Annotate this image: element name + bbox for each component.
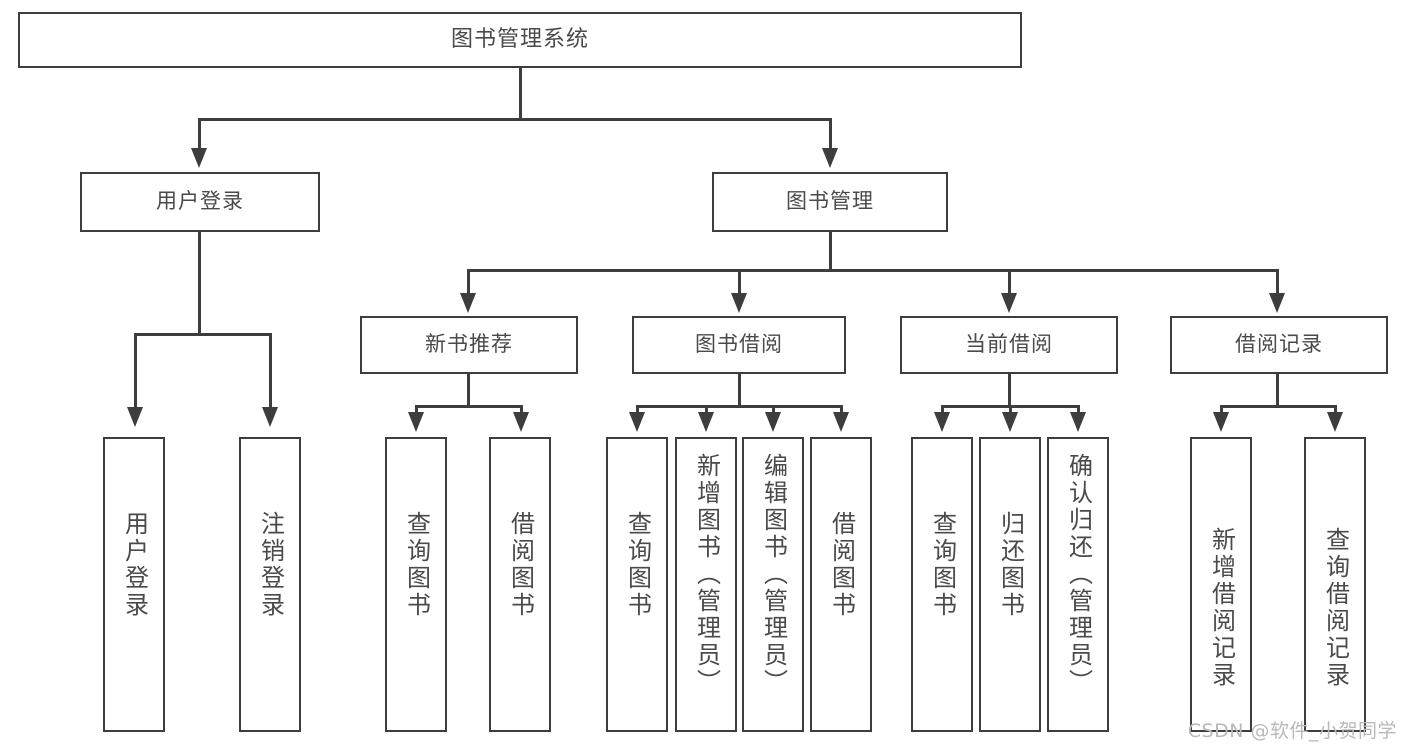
edge-current-borrow-to-leaf-1 — [941, 405, 944, 417]
arrow-current-borrow-to-leaf-2 — [1002, 412, 1018, 432]
leaf-query-book-borrow[interactable]: 查询图书 — [606, 437, 668, 732]
node-label: 当前借阅 — [965, 332, 1053, 357]
node-book-management[interactable]: 图书管理 — [712, 172, 948, 232]
leaf-return-book[interactable]: 归还图书 — [979, 437, 1041, 732]
node-root[interactable]: 图书管理系统 — [18, 12, 1022, 68]
arrow-current-borrow-to-leaf-3 — [1070, 412, 1086, 432]
node-new-book-recommend[interactable]: 新书推荐 — [360, 316, 578, 374]
edge-root-stem — [519, 68, 522, 120]
arrow-book-mgmt-to-borrow-record — [1269, 293, 1285, 313]
node-label: 注销登录 — [256, 511, 285, 619]
edge-book-mgmt-to-borrow-record — [1276, 269, 1279, 295]
node-label: 归还图书 — [996, 511, 1025, 619]
leaf-user-login[interactable]: 用户登录 — [103, 437, 165, 732]
leaf-borrow-book[interactable]: 借阅图书 — [810, 437, 872, 732]
edge-book-borrow-to-leaf-3 — [772, 405, 775, 417]
leaf-add-borrow-record[interactable]: 新增借阅记录 — [1190, 437, 1252, 732]
edge-borrow-record-to-leaf-2 — [1334, 405, 1337, 417]
arrow-borrow-record-to-leaf-2 — [1327, 412, 1343, 432]
edge-current-borrow-to-leaf-2 — [1009, 405, 1012, 417]
node-label: 借阅图书 — [827, 511, 856, 619]
leaf-confirm-return-admin[interactable]: 确认归还（管理员） — [1047, 437, 1109, 732]
edge-book-borrow-stem — [738, 374, 741, 407]
node-label: 查询图书 — [402, 511, 431, 619]
edge-new-book-bar — [415, 405, 523, 408]
arrow-current-borrow-to-leaf-1 — [934, 412, 950, 432]
node-borrow-record[interactable]: 借阅记录 — [1170, 316, 1388, 374]
arrow-book-borrow-to-leaf-2 — [698, 412, 714, 432]
node-label: 新书推荐 — [425, 332, 513, 357]
watermark: CSDN @软件_小贺同学 — [1187, 720, 1397, 742]
arrow-borrow-record-to-leaf-1 — [1213, 412, 1229, 432]
edge-book-borrow-to-leaf-4 — [840, 405, 843, 417]
edge-user-login-to-leaf-1 — [134, 333, 137, 409]
edge-borrow-record-bar — [1220, 405, 1337, 408]
edge-book-mgmt-to-current-borrow — [1008, 269, 1011, 295]
edge-book-borrow-to-leaf-2 — [705, 405, 708, 417]
arrow-user-login-to-leaf-2 — [262, 407, 278, 427]
leaf-logout[interactable]: 注销登录 — [239, 437, 301, 732]
node-label: 编辑图书（管理员） — [759, 453, 788, 696]
leaf-borrow-book-recommend[interactable]: 借阅图书 — [489, 437, 551, 732]
node-label: 查询图书 — [928, 511, 957, 619]
edge-book-mgmt-bar — [467, 269, 1279, 272]
edge-borrow-record-stem — [1276, 374, 1279, 407]
node-label: 图书管理 — [786, 189, 874, 214]
edge-new-book-to-leaf-1 — [415, 405, 418, 417]
arrow-book-borrow-to-leaf-3 — [765, 412, 781, 432]
node-label: 用户登录 — [120, 511, 149, 619]
node-label: 确认归还（管理员） — [1064, 453, 1093, 696]
leaf-query-borrow-record[interactable]: 查询借阅记录 — [1304, 437, 1366, 732]
edge-root-bar — [198, 118, 832, 121]
node-label: 新增图书（管理员） — [692, 453, 721, 696]
leaf-edit-book-admin[interactable]: 编辑图书（管理员） — [742, 437, 804, 732]
edge-current-borrow-stem — [1008, 374, 1011, 407]
edge-book-mgmt-to-borrow-book — [738, 269, 741, 295]
edge-current-borrow-to-leaf-3 — [1077, 405, 1080, 417]
arrow-book-mgmt-to-borrow-book — [731, 293, 747, 313]
node-book-borrow[interactable]: 图书借阅 — [632, 316, 846, 374]
edge-borrow-record-to-leaf-1 — [1220, 405, 1223, 417]
arrow-book-borrow-to-leaf-4 — [833, 412, 849, 432]
edge-root-to-user-login — [198, 118, 201, 150]
node-label: 借阅图书 — [506, 511, 535, 619]
leaf-query-book-recommend[interactable]: 查询图书 — [385, 437, 447, 732]
node-label: 图书借阅 — [695, 332, 783, 357]
node-current-borrow[interactable]: 当前借阅 — [900, 316, 1118, 374]
arrow-book-borrow-to-leaf-1 — [629, 412, 645, 432]
edge-book-mgmt-to-new-book — [467, 269, 470, 295]
edge-user-login-bar — [134, 333, 272, 336]
node-label: 查询借阅记录 — [1321, 527, 1350, 689]
edge-new-book-to-leaf-2 — [520, 405, 523, 417]
leaf-query-book-current[interactable]: 查询图书 — [911, 437, 973, 732]
edge-root-to-book-mgmt — [829, 118, 832, 150]
edge-book-borrow-bar — [636, 405, 842, 408]
node-label: 查询图书 — [623, 511, 652, 619]
arrow-book-mgmt-to-new-book — [460, 293, 476, 313]
edge-new-book-stem — [467, 374, 470, 407]
node-user-login[interactable]: 用户登录 — [80, 172, 320, 232]
edge-book-borrow-to-leaf-1 — [636, 405, 639, 417]
edge-user-login-to-leaf-2 — [269, 333, 272, 409]
arrow-new-book-to-leaf-1 — [408, 412, 424, 432]
node-label: 新增借阅记录 — [1207, 527, 1236, 689]
node-label: 图书管理系统 — [450, 26, 589, 52]
leaf-add-book-admin[interactable]: 新增图书（管理员） — [675, 437, 737, 732]
arrow-book-mgmt-to-current-borrow — [1001, 293, 1017, 313]
arrow-root-to-user-login — [191, 148, 207, 168]
node-label: 用户登录 — [156, 189, 244, 214]
edge-user-login-stem — [198, 232, 201, 335]
node-label: 借阅记录 — [1235, 332, 1323, 357]
arrow-user-login-to-leaf-1 — [127, 407, 143, 427]
edge-book-mgmt-stem — [829, 232, 832, 272]
arrow-root-to-book-mgmt — [822, 148, 838, 168]
arrow-new-book-to-leaf-2 — [513, 412, 529, 432]
